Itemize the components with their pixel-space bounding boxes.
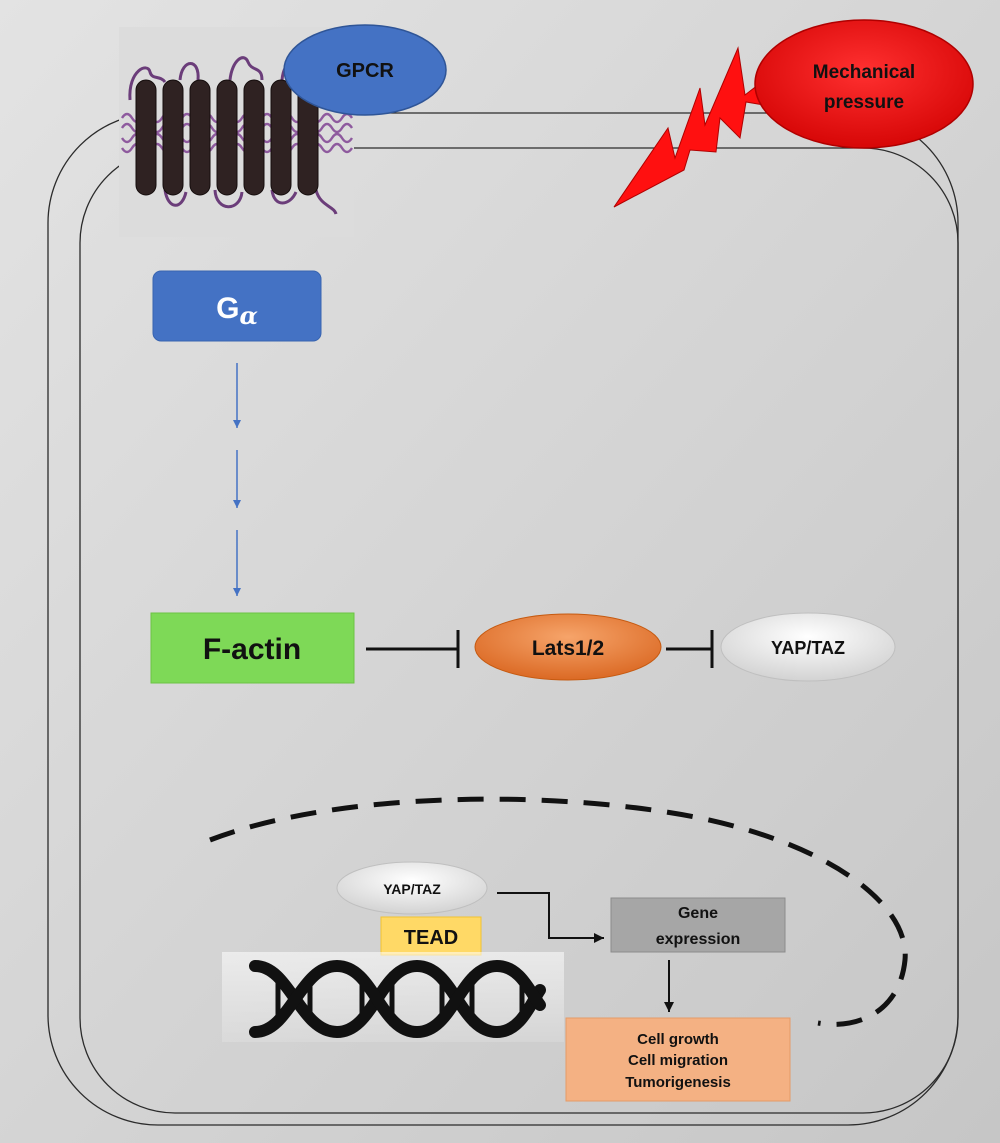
mechanical-pressure-node: Mechanical pressure bbox=[754, 19, 974, 149]
yap-taz-to-gene-arrow bbox=[497, 892, 604, 943]
outcome-tumorigenesis: Tumorigenesis bbox=[625, 1074, 731, 1091]
lats-inhibits-yap-taz bbox=[666, 630, 714, 668]
cell-membrane-inner bbox=[79, 147, 959, 1114]
outcome-cell-migration: Cell migration bbox=[628, 1052, 728, 1069]
transmembrane-helices bbox=[135, 79, 319, 196]
f-actin-label: F-actin bbox=[203, 633, 301, 666]
gene-expression-label-line2: expression bbox=[656, 931, 740, 948]
gene-expression-label-line1: Gene bbox=[678, 905, 718, 922]
yap-taz-nuclear-node: YAP/TAZ bbox=[336, 861, 488, 915]
nucleus-boundary bbox=[209, 796, 908, 1027]
yap-taz-cytoplasmic-node: YAP/TAZ bbox=[720, 612, 896, 682]
yap-taz-nuclear-label: YAP/TAZ bbox=[383, 881, 441, 897]
gpcr-node: GPCR bbox=[283, 24, 447, 116]
outcomes-node: Cell growth Cell migration Tumorigenesis bbox=[565, 1017, 791, 1102]
f-actin-node: F-actin bbox=[150, 612, 355, 684]
dna-helix-icon bbox=[222, 952, 564, 1042]
outcome-cell-growth: Cell growth bbox=[637, 1031, 719, 1048]
yap-taz-cytoplasmic-label: YAP/TAZ bbox=[771, 638, 845, 658]
tead-label: TEAD bbox=[404, 927, 458, 949]
gpcr-receptor-icon bbox=[119, 27, 354, 237]
lats-node: Lats1/2 bbox=[474, 613, 662, 681]
lats-label: Lats1/2 bbox=[532, 637, 604, 660]
f-actin-inhibits-lats bbox=[366, 630, 460, 668]
g-alpha-node: Gα bbox=[152, 270, 322, 342]
g-alpha-label: Gα bbox=[216, 292, 258, 330]
mechanical-label-line1: Mechanical bbox=[813, 62, 915, 83]
gene-expression-node: Gene expression bbox=[610, 897, 786, 953]
tead-node: TEAD bbox=[380, 916, 482, 956]
mechanical-label-line2: pressure bbox=[824, 92, 904, 113]
gpcr-label: GPCR bbox=[336, 60, 394, 82]
